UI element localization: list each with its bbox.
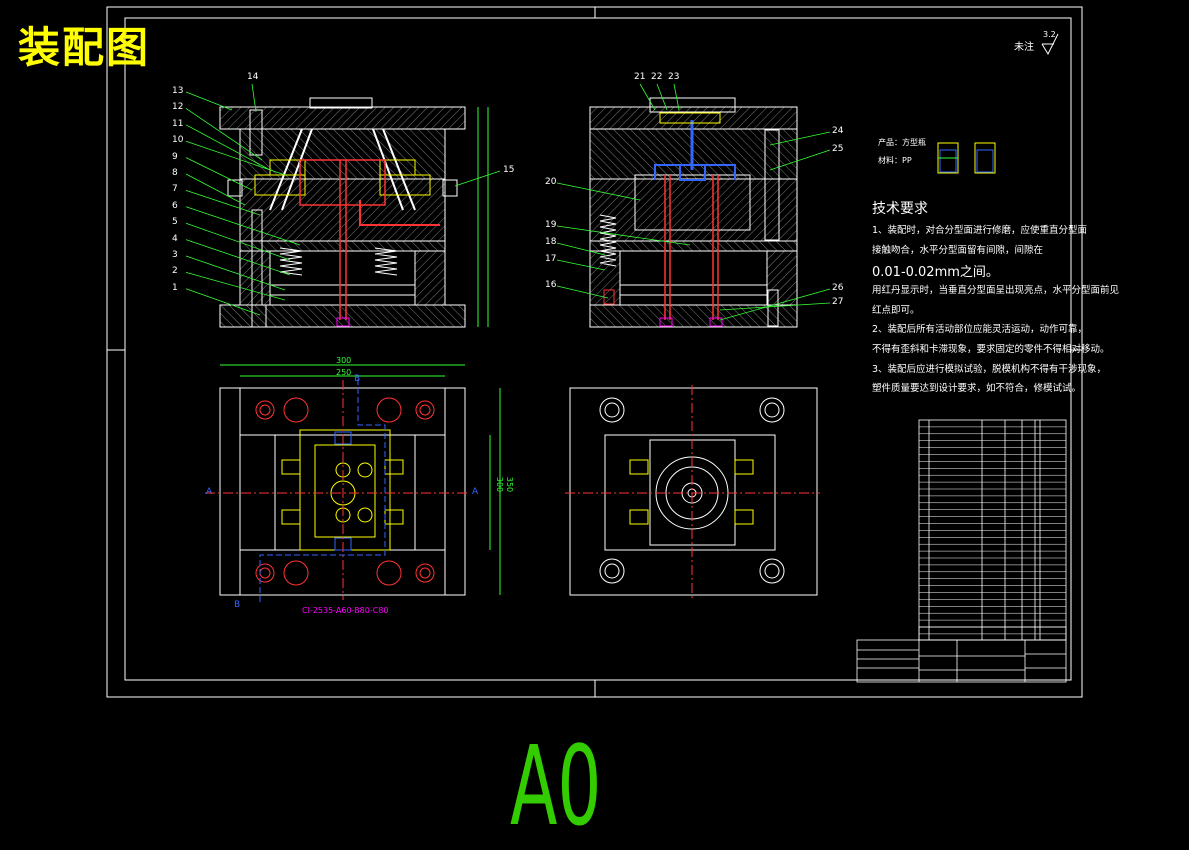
leader-line (185, 288, 261, 316)
tech-line: 塑件质量要达到设计要求，如不符合，修模试试。 (872, 383, 1082, 394)
tech-line: 3、装配后应进行模拟试验，脱模机构不得有干涉现象， (872, 364, 1107, 375)
tech-line: 不得有歪斜和卡滞现象，要求固定的零件不得相对移动。 (872, 344, 1110, 355)
leader-line (185, 272, 286, 301)
parts-list-rows (919, 426, 1066, 635)
part-number: 16 (545, 280, 557, 290)
tech-line: 1、装配时，对合分型面进行修磨，应使重直分型面 (872, 225, 1088, 236)
part-number: 12 (172, 102, 184, 113)
roughness-symbol (1041, 33, 1059, 56)
part-number: 22 (651, 72, 663, 82)
dim-width-outer: 300 (336, 356, 352, 365)
part-number: 5 (172, 217, 178, 228)
part-number: 9 (172, 151, 178, 162)
part-number: 19 (545, 220, 557, 230)
leader-line (656, 83, 668, 111)
tech-line: 0.01-0.02mm之间。 (872, 265, 999, 280)
tech-heading: 技术要求 (872, 201, 928, 217)
part-number: 14 (247, 72, 259, 82)
leader-line (185, 206, 301, 246)
product-label: 产品：方型瓶 (878, 138, 926, 147)
leader-line (185, 140, 286, 176)
part-number: 10 (172, 135, 184, 146)
leader-line (556, 242, 606, 256)
leader-line (769, 149, 831, 171)
leader-line (185, 91, 233, 111)
material-label: 材料：PP (878, 156, 912, 165)
part-number: 11 (172, 118, 184, 129)
leader-line (185, 222, 291, 261)
leader-line (185, 255, 286, 291)
sheet-size-label: A0 (510, 722, 602, 850)
leader-line (639, 83, 656, 111)
leader-line (454, 170, 501, 187)
part-number: 15 (503, 165, 515, 175)
leader-line (556, 225, 691, 246)
part-number: 2 (172, 266, 178, 277)
section-mark-b-bottom: B (234, 600, 241, 610)
product-sketch (937, 142, 996, 174)
part-number: 25 (832, 144, 844, 154)
part-number: 26 (832, 283, 844, 293)
dim-width-inner: 250 (336, 368, 352, 377)
part-number: 20 (545, 177, 557, 187)
part-number: 21 (634, 72, 646, 82)
part-number: 24 (832, 126, 844, 136)
plan-view-fixed (565, 385, 820, 600)
part-number: 8 (172, 168, 178, 178)
part-number: 17 (545, 254, 557, 264)
dim-height-inner: 300 (495, 476, 505, 493)
tech-line: 红点即可。 (872, 305, 920, 316)
part-number: 18 (545, 237, 557, 247)
tech-line: 接触吻合，水平分型面留有间隙，间隙在 (872, 245, 1044, 256)
part-number: 7 (172, 184, 178, 195)
title-block (856, 626, 1067, 683)
leader-line (185, 190, 261, 216)
part-number: 3 (172, 250, 178, 260)
part-number: 6 (172, 200, 178, 211)
plan-view-moving (205, 364, 501, 605)
leader-line (185, 157, 253, 191)
leader-line (185, 239, 291, 276)
part-number: 23 (668, 72, 680, 82)
section-mark-a-right: A (472, 487, 479, 497)
leader-line (556, 182, 641, 201)
leader-lines (185, 83, 831, 321)
tech-line: 用红丹显示时，当垂直分型面呈出现亮点，水平分型面前见 (872, 285, 1120, 296)
section-mark-a-left: A (206, 487, 213, 497)
leader-line (556, 259, 606, 271)
section-view-a (219, 97, 489, 328)
leader-line (185, 173, 246, 206)
leader-line (556, 285, 609, 299)
mold-base-label: CI-2535-A60-B80-C80 (302, 606, 389, 615)
tech-line: 2、装配后所有活动部位应能灵活运动，动作可靠， (872, 324, 1088, 335)
part-number: 4 (172, 233, 178, 244)
leader-line (185, 108, 263, 161)
leader-line (185, 124, 271, 171)
leader-line (769, 131, 831, 146)
part-number: 13 (172, 86, 184, 96)
part-number: 1 (172, 282, 178, 293)
section-view-b (589, 97, 798, 328)
leader-line (719, 288, 831, 321)
leader-line (673, 83, 680, 111)
parts-list-table (918, 419, 1067, 641)
leader-line (719, 302, 831, 311)
section-mark-b-top: B (354, 374, 361, 384)
part-number: 27 (832, 297, 844, 307)
surface-note: 未注 (1014, 42, 1034, 53)
roughness-value: 3.2 (1043, 30, 1056, 39)
leader-line (251, 83, 257, 113)
drawing-title: 装配图 (18, 23, 151, 72)
dim-height-outer: 350 (505, 476, 515, 493)
drawing-frame (106, 6, 1083, 698)
